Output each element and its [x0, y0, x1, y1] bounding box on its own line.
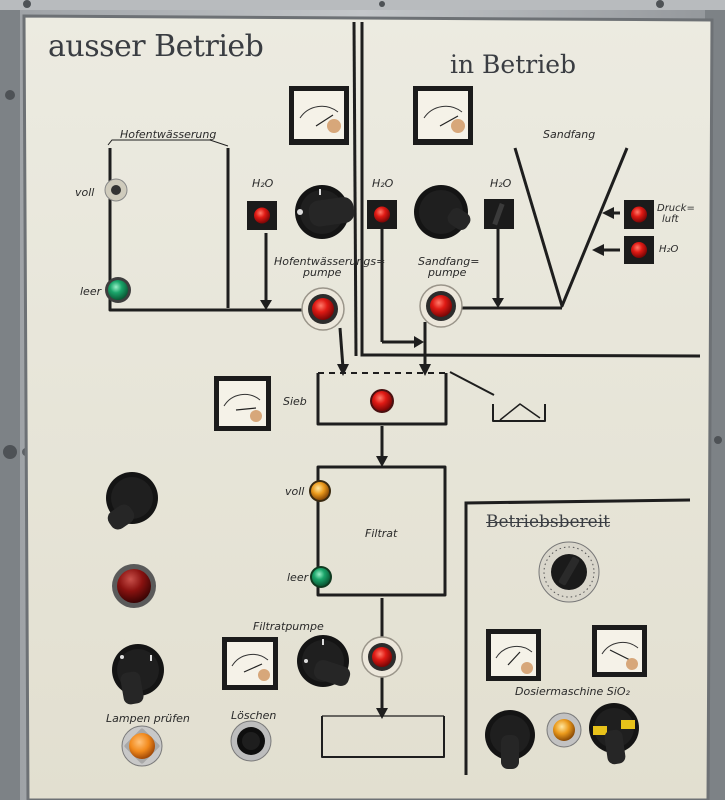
druckluft-indicator-lamp: [624, 200, 654, 229]
h2o-label: H₂O: [372, 177, 394, 190]
h2o-label: H₂O: [252, 177, 274, 190]
lamp-test-button[interactable]: [121, 725, 163, 767]
reset-button[interactable]: [230, 720, 272, 762]
sandfang-pump-selector-switch[interactable]: [414, 185, 473, 239]
h2o-supply-label: H₂O: [659, 244, 679, 255]
dosing-ready-lamp: [546, 712, 582, 748]
hofentwaesserung-pump-lamp: [301, 287, 345, 331]
section-title-in-service: in Betrieb: [450, 50, 577, 79]
ammeter-icon: [486, 629, 541, 681]
ammeter-icon: [214, 376, 271, 431]
screw-icon: [5, 90, 15, 100]
druckluft-label-line2: luft: [662, 214, 679, 225]
sieb-indicator-lamp: [370, 389, 394, 413]
hof-pump-label: Hofentwässerungs=: [274, 255, 386, 268]
dosiermaschine-label: Dosiermaschine SiO₂: [515, 685, 630, 698]
h2o-selector-switch[interactable]: [484, 199, 514, 229]
ammeter-icon: [413, 86, 473, 145]
dosing-potentiometer-knob[interactable]: [538, 541, 600, 603]
loeschen-label: Löschen: [231, 709, 277, 722]
h2o-supply-indicator-lamp: [624, 236, 654, 264]
process-flow-lines: [108, 147, 629, 758]
h2o-indicator-lamp: [247, 201, 277, 230]
filtrat-voll-label: voll: [285, 485, 305, 498]
filtrat-pump-lamp: [361, 636, 403, 678]
filtrat-leer-label: leer: [287, 571, 309, 584]
h2o-label: H₂O: [490, 177, 512, 190]
hofentwaesserung-label: Hofentwässerung: [120, 128, 217, 141]
druckluft-label: Druck=: [657, 203, 695, 214]
section-title-out-of-service: ausser Betrieb: [48, 29, 264, 64]
ammeter-icon: [289, 86, 349, 145]
sieb-label: Sieb: [283, 395, 307, 408]
hof-pump-label-line2: pumpe: [303, 266, 342, 279]
voll-label: voll: [75, 186, 95, 199]
filtrat-full-indicator: [309, 480, 331, 502]
section-borders: [352, 21, 701, 775]
sandfang-label: Sandfang: [543, 128, 596, 141]
hof-full-indicator: [104, 178, 128, 202]
sandfang-pump-lamp: [419, 284, 463, 328]
screw-icon: [3, 445, 17, 459]
filtratpumpe-label: Filtratpumpe: [253, 620, 324, 633]
hof-empty-indicator: [105, 277, 131, 303]
filtrat-empty-indicator: [310, 566, 332, 588]
panel-face: [22, 14, 714, 800]
filtrat-pump-selector-switch[interactable]: [297, 635, 352, 688]
section-title-ready: Betriebsbereit: [486, 512, 611, 532]
h2o-indicator-lamp: [367, 200, 397, 229]
sandfang-pump-label-line2: pumpe: [428, 266, 467, 279]
mode-selector-switch-left[interactable]: [105, 472, 158, 533]
ammeter-icon: [222, 637, 278, 690]
dosier-selector-switch-left[interactable]: [485, 710, 535, 769]
ammeter-icon: [592, 625, 647, 677]
filtrat-label: Filtrat: [365, 527, 398, 540]
alarm-indicator-lamp: [112, 564, 156, 608]
sandfang-pump-label: Sandfang=: [418, 255, 480, 268]
lamp-test-switch[interactable]: [112, 644, 164, 705]
dosier-selector-switch-right[interactable]: [589, 703, 639, 765]
flow-arrows: [260, 207, 614, 719]
hof-pump-selector-switch[interactable]: [295, 185, 356, 239]
lampen-pruefen-label: Lampen prüfen: [106, 712, 190, 725]
leer-label: leer: [80, 285, 102, 298]
